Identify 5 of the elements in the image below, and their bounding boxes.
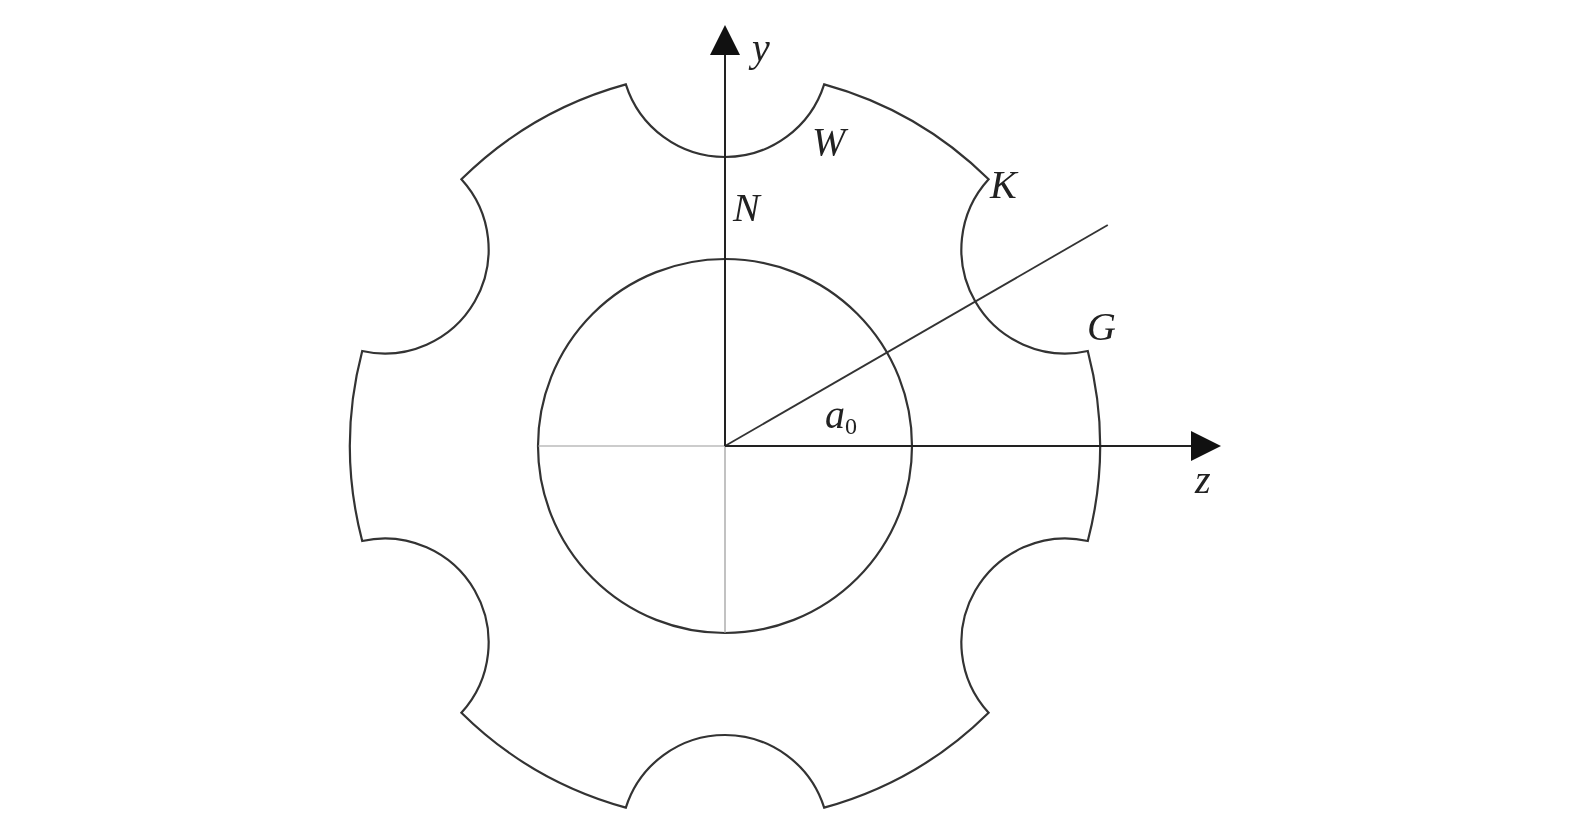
point-label: K	[990, 165, 1017, 205]
point-label: G	[1087, 307, 1116, 347]
angle-label: a$_{0}$	[825, 395, 857, 435]
axis-label: z	[1195, 460, 1211, 500]
point-label: N	[733, 188, 760, 228]
